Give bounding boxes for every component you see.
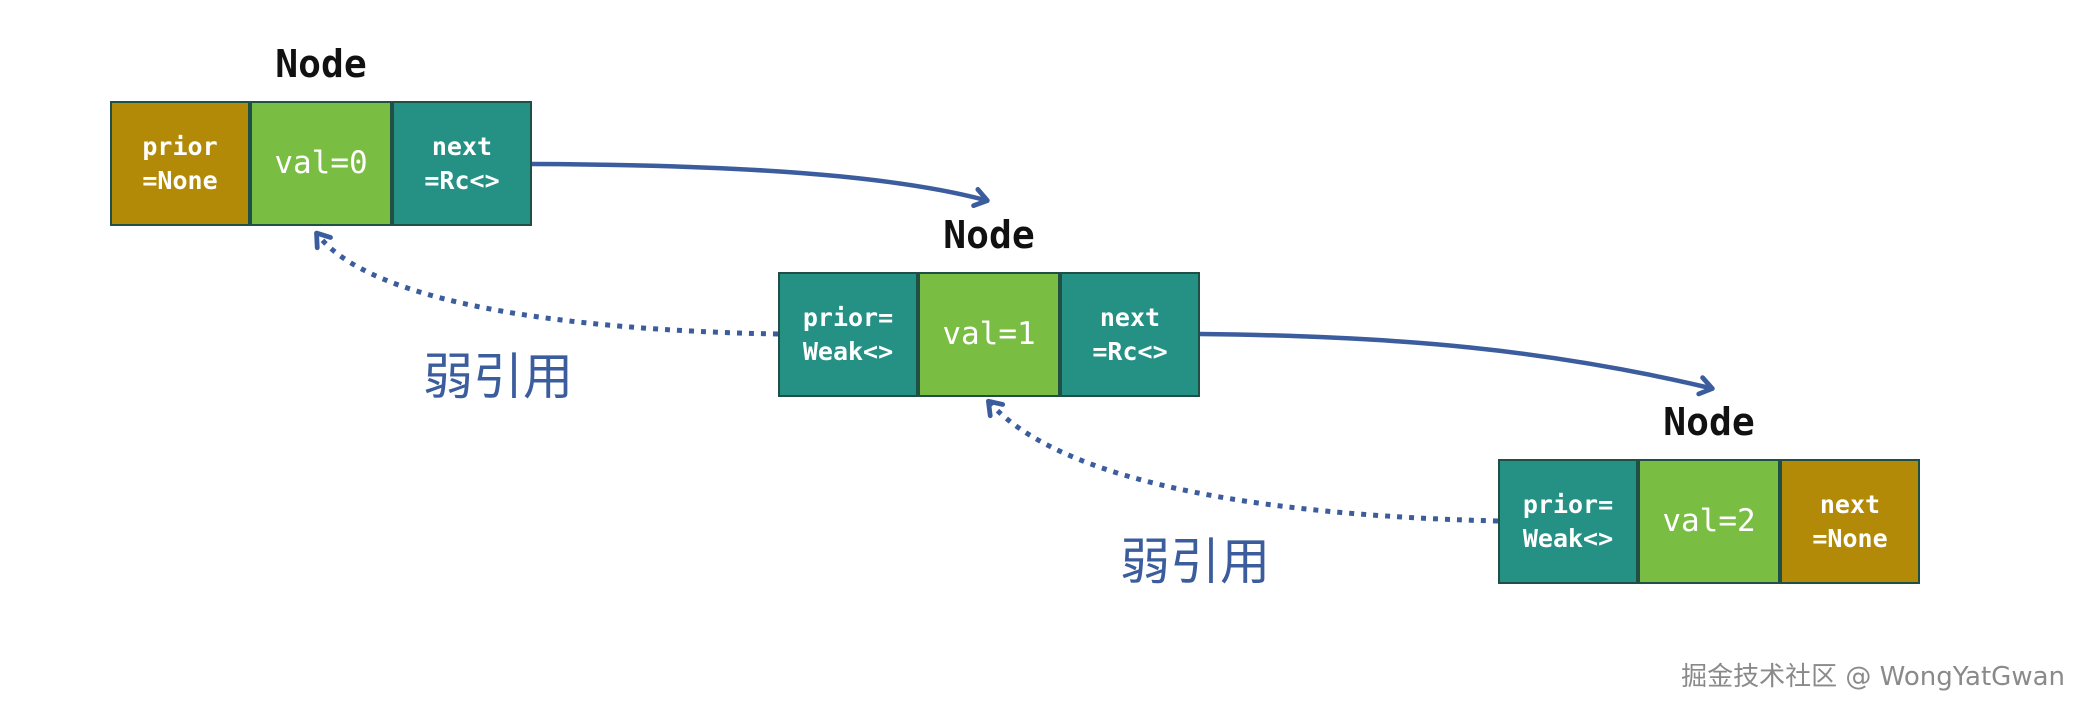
node-1: Node prior =None val=0 next =Rc<>	[110, 45, 532, 226]
next-field: next =Rc<>	[392, 101, 532, 226]
node-title: Node	[275, 42, 367, 86]
watermark: 掘金技术社区 @ WongYatGwan	[1681, 662, 2065, 692]
prior-field: prior =None	[110, 101, 250, 226]
weak-ref-arrow-1	[314, 230, 779, 337]
weak-ref-label-2: 弱引用	[1120, 533, 1270, 591]
val-field: val=2	[1638, 459, 1780, 584]
strong-ref-arrow-1	[531, 161, 990, 209]
strong-ref-arrow-2	[1199, 331, 1715, 397]
node-title: Node	[1663, 400, 1755, 444]
val-field: val=1	[918, 272, 1060, 397]
node-title: Node	[943, 213, 1035, 257]
next-field: next =None	[1780, 459, 1920, 584]
prior-field: prior= Weak<>	[1498, 459, 1638, 584]
weak-ref-label-1: 弱引用	[423, 348, 573, 406]
node-3: Node prior= Weak<> val=2 next =None	[1498, 403, 1920, 584]
weak-ref-arrow-2	[985, 398, 1499, 524]
prior-field: prior= Weak<>	[778, 272, 918, 397]
val-field: val=0	[250, 101, 392, 226]
next-field: next =Rc<>	[1060, 272, 1200, 397]
node-2: Node prior= Weak<> val=1 next =Rc<>	[778, 216, 1200, 397]
